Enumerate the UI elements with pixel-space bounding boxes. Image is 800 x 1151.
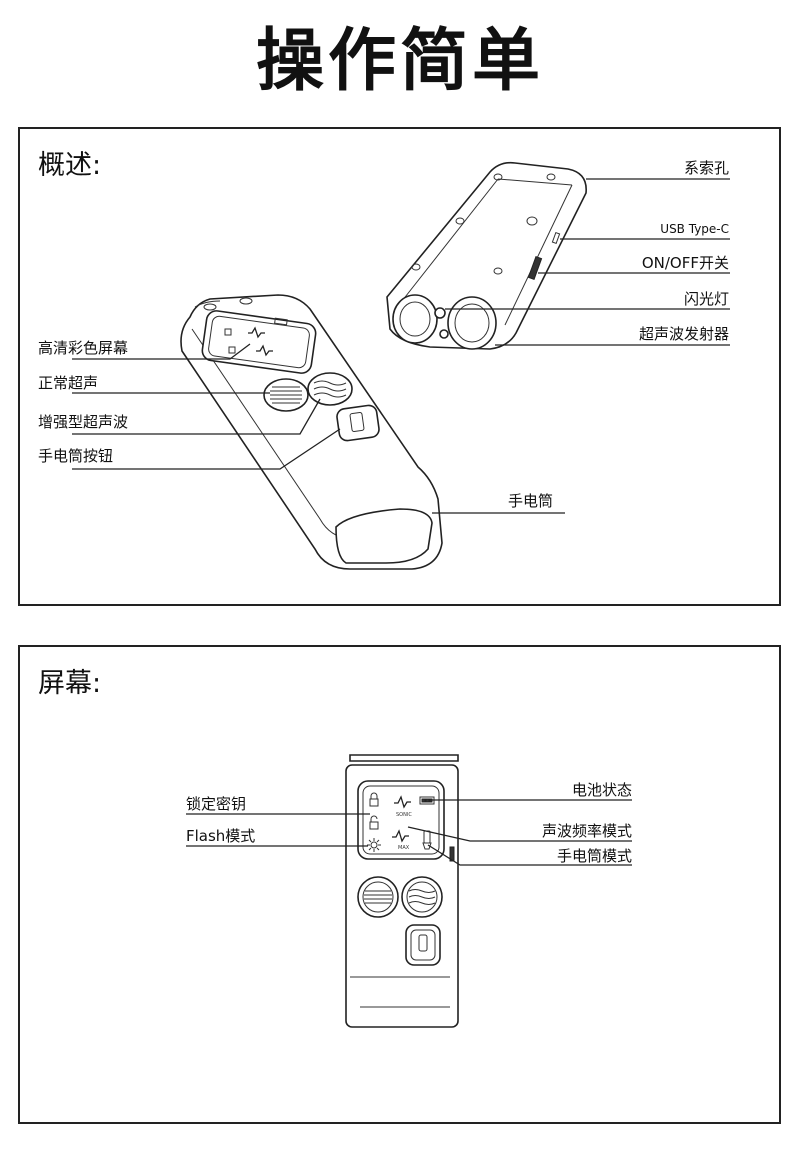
label-flash-light: 闪光灯 [683,290,729,308]
label-frequency-mode: 声波频率模式 [541,822,632,840]
device-front-flat: SONIC MAX [345,754,459,1028]
device-front-view [180,294,443,570]
battery-icon [419,796,435,805]
sonic-wave-icon [394,795,411,809]
flash-lamp [434,307,446,319]
label-power-switch: ON/OFF开关 [641,254,729,272]
unlock-icon [369,815,379,830]
label-battery: 电池状态 [571,781,632,799]
flashlight-button-flat [405,924,441,966]
label-flash-mode: Flash模式 [186,827,256,845]
sonic-text: SONIC [396,812,412,818]
label-emitter: 超声波发射器 [638,325,729,343]
label-flashlight-button: 手电筒按钮 [38,447,114,465]
label-normal-ultrasonic: 正常超声 [38,374,99,392]
max-text: MAX [398,845,410,851]
device-back-view [386,161,587,350]
screen-panel: 屏幕: SONIC MAX [18,645,781,1124]
label-screen: 高清彩色屏幕 [38,339,129,357]
overview-panel: 概述: [18,127,781,606]
label-lanyard-hole: 系索孔 [683,159,729,177]
flashlight-head-shape [335,508,433,564]
label-enhanced-ultrasonic: 增强型超声波 [38,413,129,431]
overview-title: 概述: [38,150,102,181]
screen-illustration: SONIC MAX [186,754,632,1028]
overview-illustration [72,161,730,570]
lock-icon [369,792,379,807]
screen-shape [201,310,317,374]
label-usb: USB Type-C [660,222,729,236]
flashlight-button-shape [336,404,380,442]
page-title: 操作简单 [255,22,544,101]
normal-ultrasonic-button-flat [357,876,399,918]
screen-panel-title: 屏幕: [38,668,102,699]
power-switch-shape [527,255,543,281]
sun-icon [367,838,381,852]
max-wave-icon [392,829,409,843]
label-lock: 锁定密钥 [186,795,247,813]
label-flashlight: 手电筒 [508,492,554,510]
label-flashlight-mode: 手电筒模式 [556,847,632,865]
